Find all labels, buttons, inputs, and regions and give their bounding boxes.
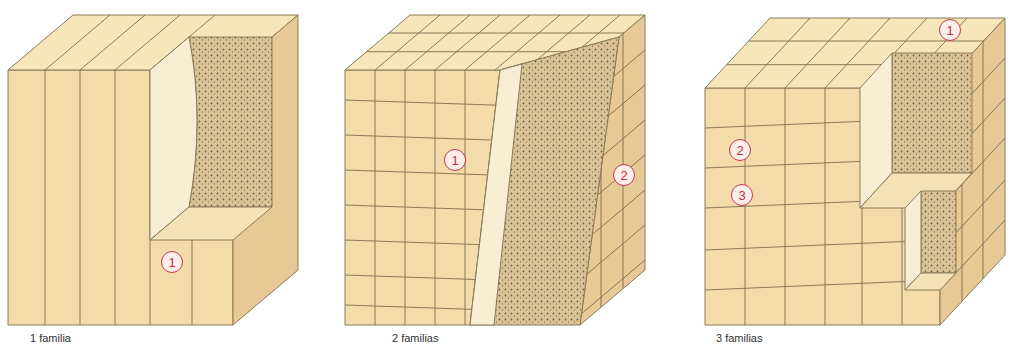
notch-back-wall <box>892 53 972 173</box>
joint-line <box>435 15 500 70</box>
joint-plane <box>470 37 619 325</box>
joint-line <box>465 15 530 70</box>
callout-number: 1 <box>946 24 953 37</box>
joint-line <box>45 15 110 70</box>
callout-number: 2 <box>736 144 743 157</box>
joint-line <box>405 15 470 70</box>
joint-line <box>375 15 440 70</box>
joint-line <box>375 70 376 325</box>
joint-line <box>45 70 46 325</box>
joint-line <box>80 70 81 325</box>
joint-plane-light <box>470 64 522 325</box>
joint-line <box>785 88 786 325</box>
callout-circle: 3 <box>731 184 753 206</box>
notch-floor <box>150 207 272 240</box>
joint-line <box>465 70 466 325</box>
callout-circle: 1 <box>939 19 961 41</box>
joint-line <box>745 18 810 88</box>
joint-line <box>435 70 436 325</box>
step-floor <box>905 273 956 290</box>
callout-number: 1 <box>168 256 175 269</box>
fracture-surface <box>189 37 272 207</box>
joint-line <box>80 15 145 70</box>
callout-number: 1 <box>451 154 458 167</box>
joint-line <box>580 260 645 315</box>
block-two-families <box>345 0 645 340</box>
joint-line <box>388 33 640 34</box>
joint-line <box>345 100 520 106</box>
joint-line <box>983 0 984 340</box>
joint-line <box>115 70 116 325</box>
callout-circle: 1 <box>444 149 466 171</box>
callout-number: 2 <box>620 169 627 182</box>
callout-circle: 2 <box>729 139 751 161</box>
block-one-family <box>8 15 298 325</box>
caption: 1 familia <box>30 332 71 345</box>
step-back-wall <box>921 191 956 273</box>
callout-circle: 2 <box>613 164 635 186</box>
joint-line <box>825 88 826 325</box>
joint-line <box>405 70 406 325</box>
caption: 3 familias <box>716 332 762 345</box>
callout-circle: 1 <box>161 251 183 273</box>
block-three-families <box>705 0 1005 340</box>
joint-line <box>785 18 850 88</box>
callout-number: 3 <box>738 189 745 202</box>
caption: 2 familias <box>392 332 438 345</box>
joint-line <box>748 41 1000 42</box>
